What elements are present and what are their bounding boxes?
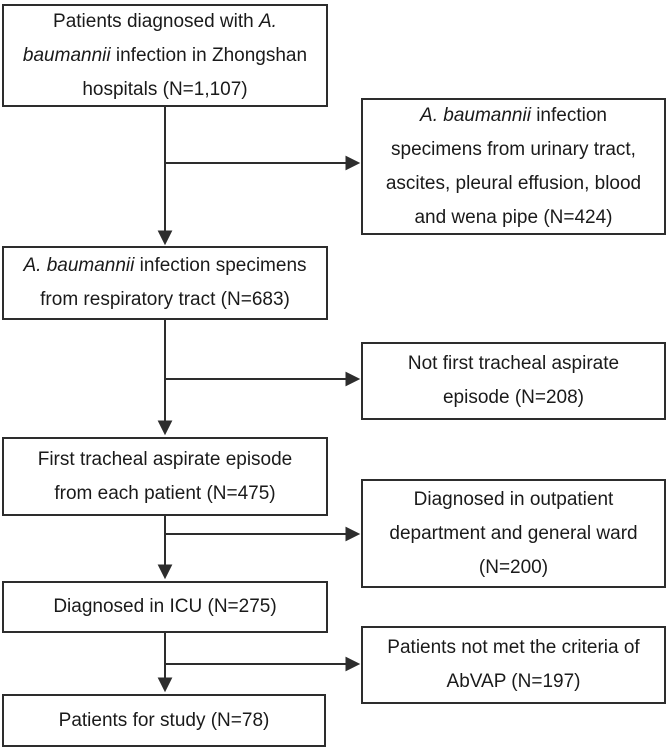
box-total-diagnosed: Patients diagnosed with A.baumannii infe… xyxy=(2,4,328,107)
box-total-diagnosed-label: Patients diagnosed with A.baumannii infe… xyxy=(22,10,308,100)
box-diagnosed-icu: Diagnosed in ICU (N=275) xyxy=(2,581,328,633)
box-patients-for-study: Patients for study (N=78) xyxy=(2,694,326,747)
box-diagnosed-icu-label: Diagnosed in ICU (N=275) xyxy=(53,596,277,617)
box-patients-for-study-label: Patients for study (N=78) xyxy=(58,709,270,731)
